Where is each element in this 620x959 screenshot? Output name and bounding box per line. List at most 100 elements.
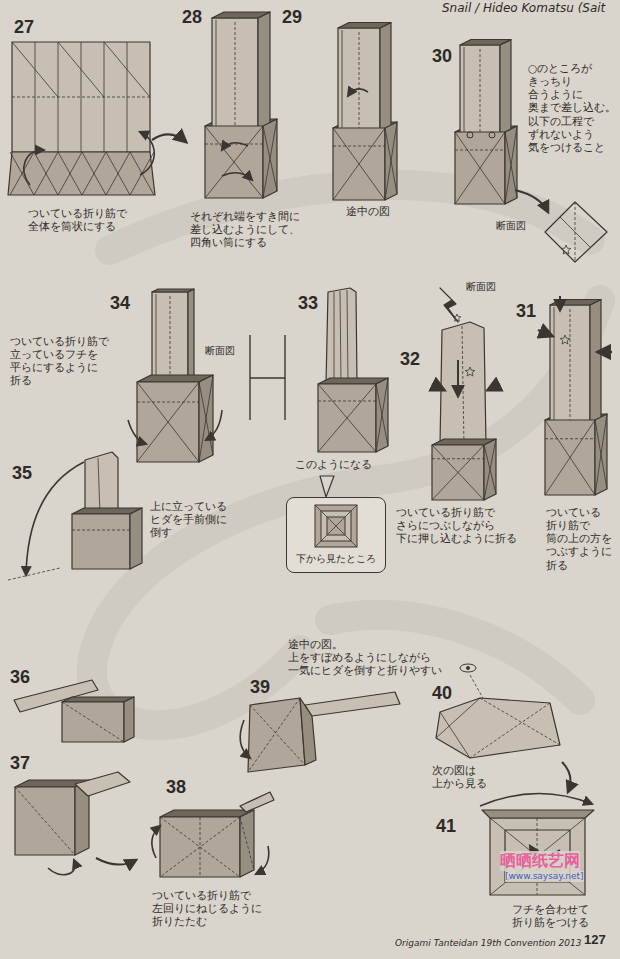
push-arrow <box>488 384 500 390</box>
tube-opening <box>152 289 194 292</box>
crease-line <box>436 698 480 738</box>
box-face <box>333 128 385 200</box>
text-line: それぞれ端をすき間に <box>190 210 300 223</box>
crease-line <box>480 49 481 135</box>
crease-line <box>199 375 213 462</box>
push-arrow <box>538 330 552 336</box>
crease-line <box>432 445 484 500</box>
step-instruction: それぞれ端をすき間に 差し込むようにして、 四角い筒にする <box>190 210 300 249</box>
step-number: 40 <box>432 682 452 705</box>
crease-line <box>333 128 385 200</box>
text-line: 全体を筒状にする <box>28 220 127 233</box>
crease-line <box>490 818 585 895</box>
crease-line <box>216 20 217 130</box>
watermark-url: [www.saysay.net] <box>505 871 584 882</box>
step-number: 33 <box>298 292 318 315</box>
text-line: 四角い筒にする <box>190 236 300 249</box>
section-line <box>250 377 285 378</box>
background-swirl <box>92 185 600 725</box>
box-side <box>595 414 607 495</box>
text-line: ついている折り筋で <box>152 889 262 902</box>
crease-line <box>160 817 240 877</box>
step-instruction: 途中の図。 上をすぼめるようにしながら 一気にヒダを倒すと折りやすい <box>288 638 442 677</box>
text-line: 以下の工程で <box>528 115 616 128</box>
crease-line <box>554 307 555 424</box>
crease-line <box>333 128 385 200</box>
text-line: 折る <box>10 374 109 387</box>
text-line: 左回りにねじるように <box>152 902 262 915</box>
box-face <box>455 132 505 204</box>
crease-line <box>62 702 124 742</box>
step-number: 37 <box>10 752 30 775</box>
crease-line <box>160 817 240 877</box>
step-number: 34 <box>110 292 130 315</box>
tube-side <box>590 300 601 425</box>
text-line: 断面図 <box>205 345 235 358</box>
box-face <box>205 126 263 198</box>
box-face <box>545 420 595 495</box>
step-instruction: フチを合わせて 折り筋をつける <box>512 903 589 929</box>
text-line: 合うように <box>528 88 616 101</box>
box-side <box>199 375 213 462</box>
crease-line <box>98 458 100 515</box>
crease-line <box>12 42 58 97</box>
star-mark <box>560 335 570 344</box>
tuck-arrow <box>222 143 248 150</box>
text-line: 平らにするように <box>10 361 109 374</box>
step-instruction: ついている折り筋で 立っているフチを 平らにするように 折る <box>10 335 109 388</box>
box-face <box>72 514 130 569</box>
crease-line <box>34 152 58 195</box>
rim <box>482 810 594 818</box>
folded-band <box>8 152 155 195</box>
eye-pupil <box>466 666 470 670</box>
step-instruction: 上に立っている ヒダを手前側に 倒す <box>150 500 227 539</box>
step-instruction: ○のところが きっちり 合うように 奥まで差し込む。 以下の工程で ずれないよう… <box>528 62 616 154</box>
tuck-arrow <box>348 89 368 96</box>
push-arrow <box>598 351 612 353</box>
illustration <box>8 12 612 895</box>
circle-mark <box>489 132 495 138</box>
box-side <box>240 810 254 877</box>
crease-line <box>490 818 585 895</box>
text-line: 気をつけること <box>528 141 616 154</box>
crease-line <box>347 290 348 384</box>
twist-arrow <box>152 826 160 858</box>
crease-line <box>318 401 376 402</box>
box-face <box>248 698 305 772</box>
crease-line <box>595 414 607 495</box>
crease-line <box>376 378 388 452</box>
crease-line <box>333 146 385 147</box>
step-number: 29 <box>282 6 302 29</box>
text-line: 奥まで差し込む。 <box>528 101 616 114</box>
crease-line <box>570 309 571 424</box>
square-top <box>490 818 585 895</box>
push-arrow <box>559 296 561 310</box>
step-number: 41 <box>436 815 456 838</box>
pleated-flap <box>326 288 357 384</box>
box-side <box>484 439 496 500</box>
text-line: 差し込むようにして、 <box>190 223 300 236</box>
flat-model <box>436 698 560 758</box>
cross-section <box>545 202 607 262</box>
step-number: 31 <box>516 300 536 323</box>
step-instruction: ついている折り筋で 全体を筒状にする <box>28 207 127 233</box>
crease-line <box>462 326 464 445</box>
crease-line <box>432 458 484 459</box>
twist-arrow <box>256 846 269 874</box>
crease-line <box>104 42 150 97</box>
text-line: さらにつぶしながら <box>396 519 517 532</box>
text-line: きっちり <box>528 75 616 88</box>
tube-face <box>460 45 500 135</box>
crease-line <box>137 402 199 403</box>
crease-line <box>58 152 82 195</box>
lying-flap <box>75 772 130 796</box>
crease-line <box>359 32 360 132</box>
step-number: 27 <box>14 16 34 39</box>
crease-line <box>106 152 130 195</box>
view-line <box>470 675 484 700</box>
crease-line <box>137 382 199 462</box>
tube-face <box>338 28 380 132</box>
text-line: 途中の図 <box>346 205 390 218</box>
box-face <box>160 817 240 877</box>
